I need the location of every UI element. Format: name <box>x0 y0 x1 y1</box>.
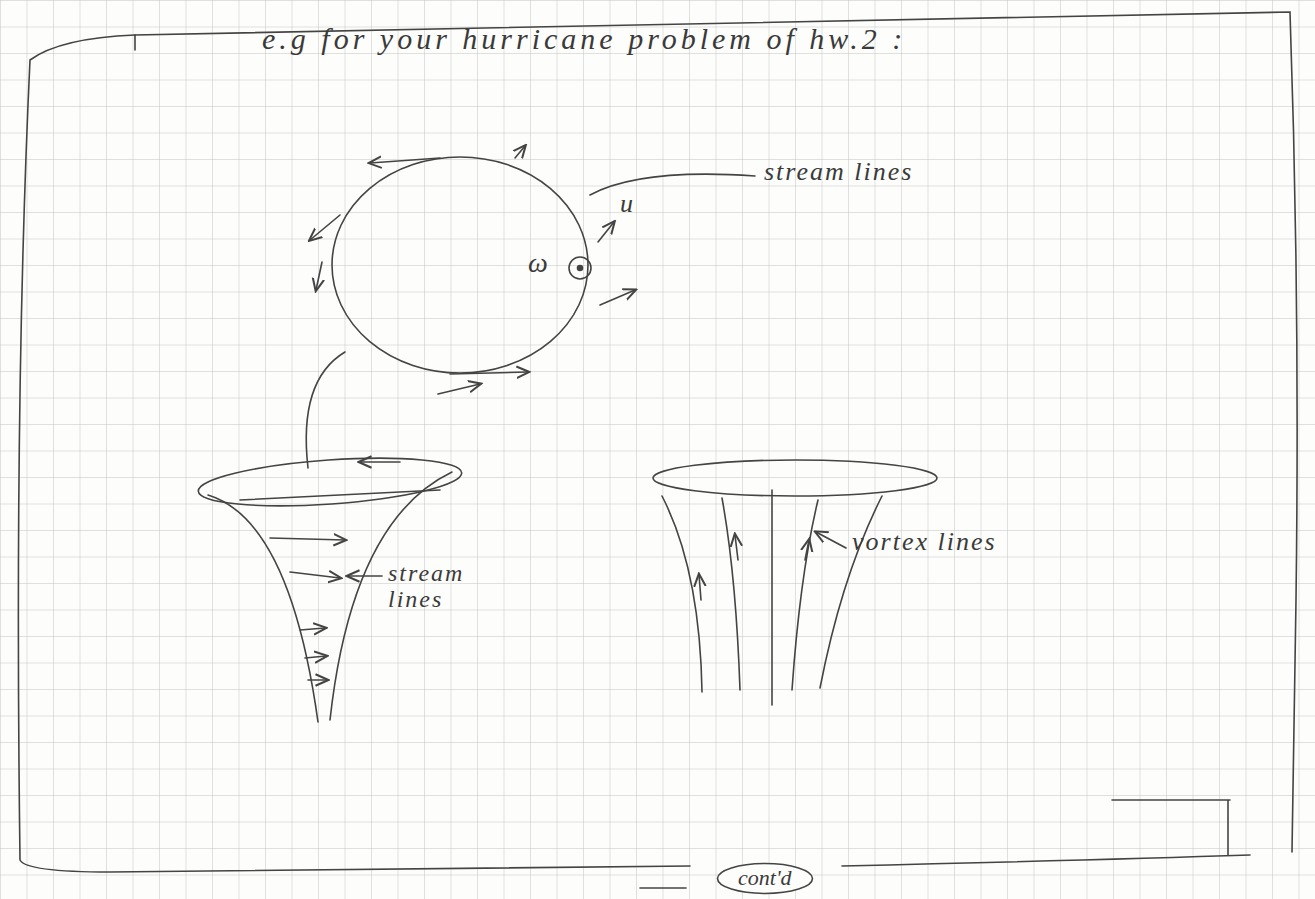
flow-arrow <box>316 262 322 290</box>
frame <box>18 35 690 872</box>
rule <box>640 887 686 889</box>
flow-arrow <box>438 384 480 394</box>
flow-arrow <box>310 215 340 240</box>
velocity-arrow <box>598 222 614 242</box>
flow-arrow <box>450 372 528 374</box>
funnel-top <box>197 451 463 513</box>
flow-arrow <box>300 628 325 630</box>
frame <box>135 12 1297 852</box>
vortex-line <box>722 498 740 690</box>
flow-arrow <box>699 575 701 600</box>
vortex-line <box>820 496 882 688</box>
leader-arrow <box>816 532 846 548</box>
heading-note: e.g for your hurricane problem of hw.2 : <box>262 22 906 55</box>
leader-line <box>590 174 755 195</box>
streamline-circle <box>332 157 588 373</box>
flow-arrow <box>515 146 525 158</box>
out-of-page-symbol <box>569 257 591 279</box>
funnel-top <box>653 460 937 496</box>
continued-oval: cont'd <box>716 862 814 895</box>
streamline-label: stream lines <box>388 560 488 613</box>
flow-arrow <box>735 535 738 560</box>
flow-arrow <box>308 679 327 681</box>
corner-mark <box>1112 800 1230 855</box>
flow-arrow <box>600 290 635 305</box>
vortex-line <box>771 490 773 705</box>
streamline-label: stream lines <box>764 158 913 187</box>
flow-arrow <box>270 538 345 540</box>
streamline <box>240 490 440 500</box>
flow-arrow <box>370 158 440 163</box>
oval-shape <box>718 864 813 894</box>
leader-line <box>306 352 345 468</box>
frame <box>842 855 1250 866</box>
flow-arrow <box>305 656 326 658</box>
out-of-page-dot <box>578 266 583 271</box>
pencil-lines <box>18 12 1297 888</box>
flow-arrow <box>360 461 400 463</box>
flow-arrow <box>805 540 809 560</box>
node-text: cont'd <box>738 866 792 890</box>
vortex-line <box>792 500 818 690</box>
vortex-line-label: vortex lines <box>852 528 997 557</box>
vortex-line <box>662 496 702 692</box>
funnel-side <box>208 495 318 722</box>
velocity-symbol: u⃗ <box>620 190 653 219</box>
flow-arrow <box>290 572 340 578</box>
vorticity-symbol: ω⃗ <box>528 248 570 279</box>
leader-arrow <box>348 575 382 577</box>
